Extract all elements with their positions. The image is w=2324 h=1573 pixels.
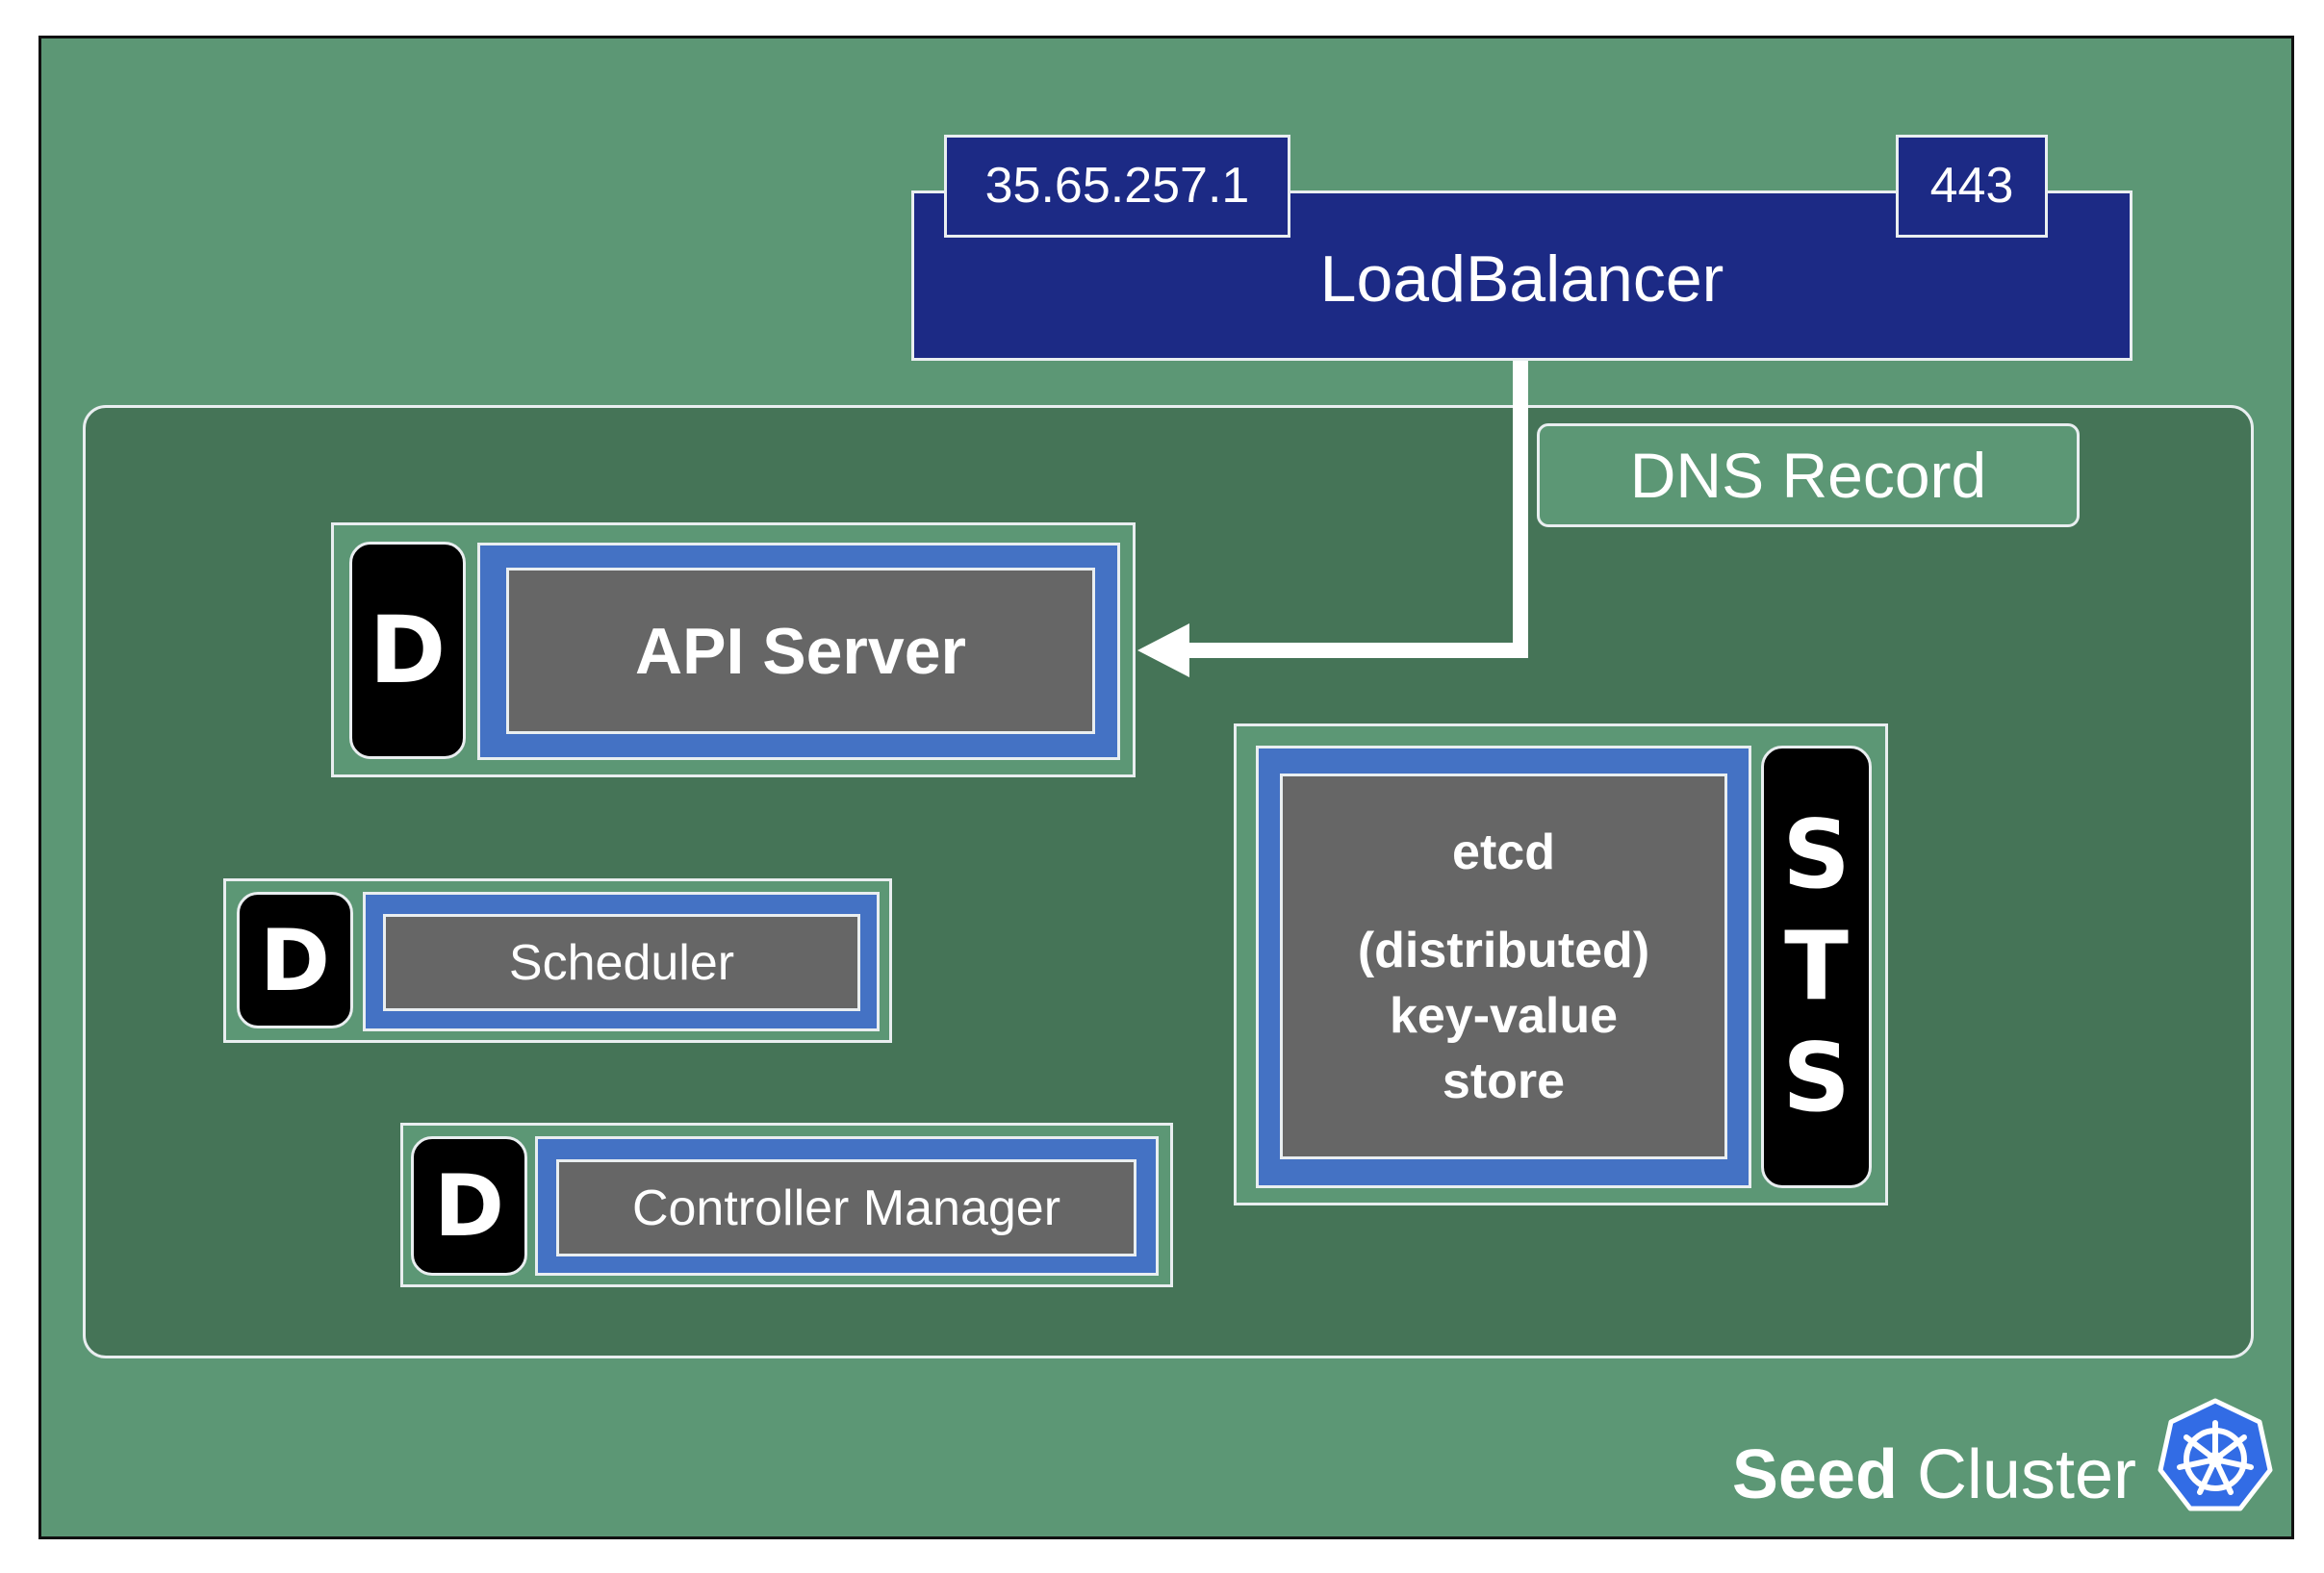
deployment-badge: D xyxy=(237,892,353,1028)
statefulset-badge: S T S xyxy=(1761,746,1872,1188)
kubernetes-wheel-icon xyxy=(2158,1398,2273,1511)
etcd-desc-line: key-value xyxy=(1389,987,1619,1044)
sts-letter: S xyxy=(1782,800,1851,910)
deployment-badge: D xyxy=(349,542,466,759)
etcd-title: etcd xyxy=(1452,824,1555,880)
loadbalancer-ip[interactable]: 35.65.257.1 xyxy=(944,135,1290,238)
loadbalancer-title: LoadBalancer xyxy=(1319,242,1724,316)
cluster-label-rest: Cluster xyxy=(1916,1436,2136,1513)
sts-letter: T xyxy=(1784,912,1849,1022)
sts-letter: S xyxy=(1782,1024,1851,1133)
etcd-box[interactable]: etcd (distributed) key-value store xyxy=(1280,774,1727,1159)
cluster-label-bold: Seed xyxy=(1731,1436,1898,1513)
etcd-desc-line: (distributed) xyxy=(1357,922,1650,978)
dns-record[interactable]: DNS Record xyxy=(1537,423,2080,527)
loadbalancer-port[interactable]: 443 xyxy=(1896,135,2048,238)
scheduler-label: Scheduler xyxy=(508,934,735,991)
controller-manager-label: Controller Manager xyxy=(631,1180,1061,1236)
deployment-badge: D xyxy=(411,1136,527,1276)
api-server-label: API Server xyxy=(635,614,966,688)
controller-manager-box[interactable]: Controller Manager xyxy=(556,1159,1136,1256)
cluster-label: Seed Cluster xyxy=(1636,1431,2136,1519)
scheduler-box[interactable]: Scheduler xyxy=(383,914,860,1011)
etcd-desc-line: store xyxy=(1442,1053,1566,1109)
api-server-box[interactable]: API Server xyxy=(506,568,1095,734)
